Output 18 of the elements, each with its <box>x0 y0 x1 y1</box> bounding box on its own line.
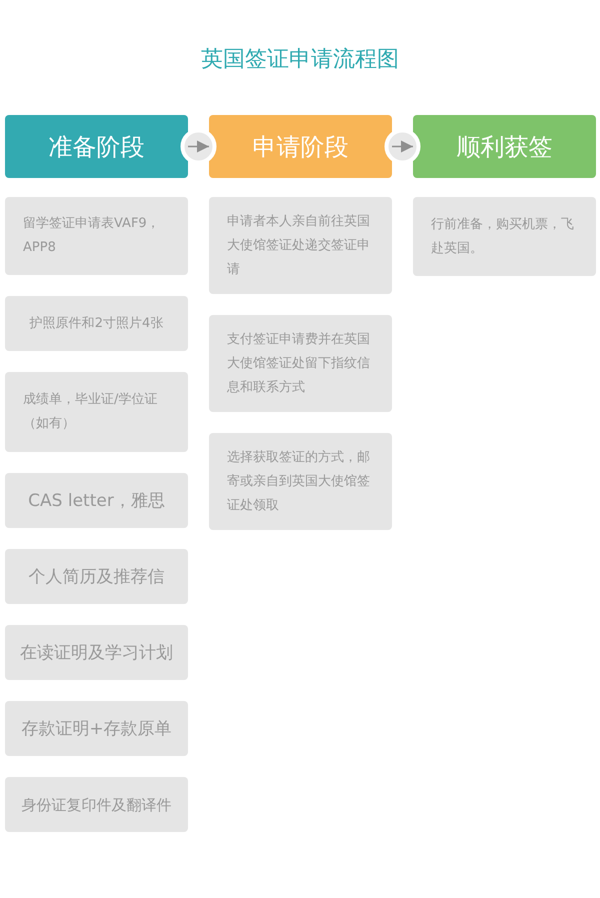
item-card: 个人简历及推荐信 <box>5 549 188 604</box>
item-card: CAS letter，雅思 <box>5 473 188 528</box>
arrow <box>188 140 209 152</box>
stage-header: 顺利获签 <box>413 115 596 178</box>
item-card: 身份证复印件及翻译件 <box>5 777 188 832</box>
item-card: 在读证明及学习计划 <box>5 625 188 680</box>
item-card: 选择获取签证的方式，邮寄或亲自到英国大使馆签证处领取 <box>209 433 392 530</box>
item-card: 留学签证申请表VAF9，APP8 <box>5 197 188 275</box>
item-card: 护照原件和2寸照片4张 <box>5 296 188 351</box>
item-card: 行前准备，购买机票，飞赴英国。 <box>413 197 596 276</box>
diagram-title: 英国签证申请流程图 <box>200 46 400 74</box>
arrow <box>392 140 413 152</box>
item-card: 申请者本人亲自前往英国大使馆签证处递交签证申请 <box>209 197 392 294</box>
stage-header: 申请阶段 <box>209 115 392 178</box>
item-card: 成绩单，毕业证/学位证（如有） <box>5 372 188 452</box>
item-card: 存款证明+存款原单 <box>5 701 188 756</box>
stage-header: 准备阶段 <box>5 115 188 178</box>
item-card: 支付签证申请费并在英国大使馆签证处留下指纹信息和联系方式 <box>209 315 392 412</box>
